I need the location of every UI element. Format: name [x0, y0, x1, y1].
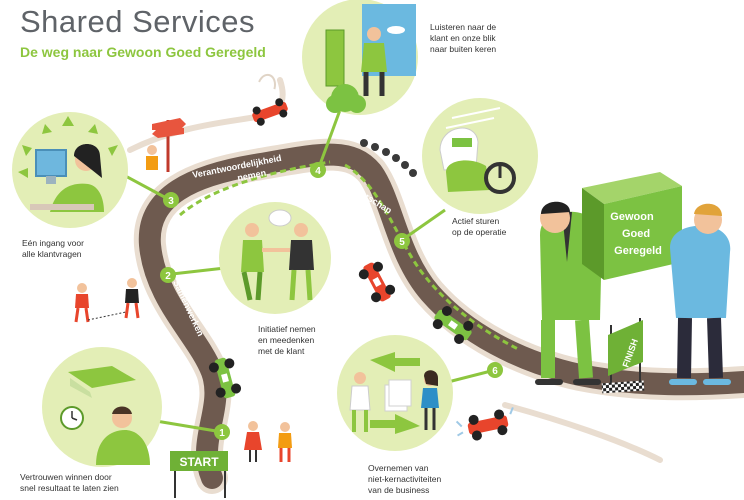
circle-step-6	[337, 335, 453, 451]
box-line-3: Geregeld	[614, 245, 662, 257]
caption-line: alle klantvragen	[22, 249, 82, 259]
step-5-caption: Actief sturen op de operatie	[452, 216, 506, 238]
caption-line: Actief sturen	[452, 216, 500, 226]
start-label: START	[179, 455, 219, 469]
badge-1: 1	[214, 424, 230, 440]
caption-line: Luisteren naar de	[430, 22, 497, 32]
finish-sign: FINISH	[601, 318, 645, 394]
race-car-green-left	[208, 357, 242, 399]
badge-3: 3	[163, 192, 179, 208]
caption-line: Vertrouwen winnen door	[20, 472, 112, 482]
badge-5: 5	[394, 233, 410, 249]
delivery-scene	[535, 172, 731, 385]
race-car-crash	[455, 407, 514, 441]
race-car-green-right	[432, 305, 474, 345]
step-2-caption: Initiatief nemen en meedenken met de kla…	[258, 324, 316, 357]
step-3-caption: Eén ingang voor alle klantvragen	[22, 238, 84, 260]
circle-step-5	[422, 98, 538, 214]
spectators-bottom	[244, 421, 292, 462]
badge-6: 6	[487, 362, 503, 378]
circle-step-2	[219, 202, 331, 314]
badge-number: 1	[219, 428, 225, 439]
badge-number: 4	[315, 166, 321, 177]
caption-line: van de business	[368, 485, 430, 495]
caption-line: en meedenken	[258, 335, 315, 345]
tyre-stack	[360, 139, 417, 177]
race-car-red-middle	[358, 261, 396, 303]
box-line-1: Gewoon	[610, 211, 654, 223]
page-title: Shared Services	[20, 4, 255, 39]
badge-number: 6	[492, 366, 498, 377]
start-sign: START	[170, 451, 228, 498]
step-6-caption: Overnemen van niet-kernactiviteiten van …	[368, 463, 441, 496]
box-line-2: Goed	[621, 228, 651, 240]
signpost-icon	[146, 118, 186, 172]
caption-line: Overnemen van	[368, 463, 429, 473]
badge-4: 4	[310, 162, 326, 178]
badge-2: 2	[160, 267, 176, 283]
caption-line: op de operatie	[452, 227, 507, 237]
race-car-top	[252, 73, 288, 126]
caption-line: klant en onze blik	[430, 33, 496, 43]
circle-step-1	[42, 347, 162, 467]
circle-step-4	[302, 0, 418, 115]
caption-line: naar buiten keren	[430, 44, 497, 54]
caption-line: met de klant	[258, 346, 305, 356]
step-1-caption: Vertrouwen winnen door snel resultaat te…	[20, 472, 119, 494]
badge-number: 3	[168, 196, 174, 207]
page-subtitle: De weg naar Gewoon Goed Geregeld	[20, 44, 266, 60]
step-4-caption: Luisteren naar de klant en onze blik naa…	[430, 22, 496, 55]
badge-number: 5	[399, 237, 405, 248]
circle-step-3	[12, 112, 128, 228]
caption-line: Eén ingang voor	[22, 238, 84, 248]
caption-line: snel resultaat te laten zien	[20, 483, 119, 493]
side-trail-lower	[502, 402, 663, 463]
caption-line: Initiatief nemen	[258, 324, 316, 334]
badge-number: 2	[165, 271, 171, 282]
caption-line: niet-kernactiviteiten	[368, 474, 442, 484]
spectators-left	[74, 278, 140, 323]
